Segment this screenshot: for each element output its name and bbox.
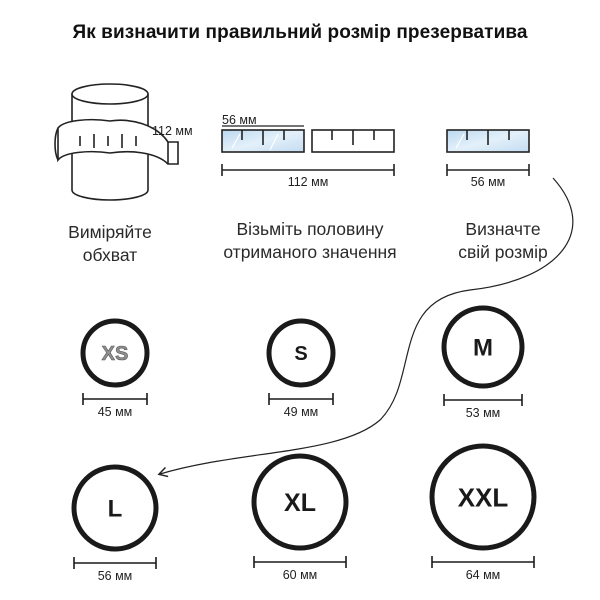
size-item-xl: XL 60 мм	[251, 453, 349, 582]
step-size-line-1: Визначте	[465, 219, 541, 239]
size-name-m: M	[473, 335, 493, 362]
size-name-xl: XL	[284, 489, 316, 517]
size-item-m: M 53 мм	[441, 305, 525, 420]
size-value-label: 56 мм	[471, 175, 506, 189]
cylinder-illustration	[54, 83, 179, 201]
step-measure-line-2: обхват	[82, 245, 138, 265]
size-width-xl: 60 мм	[283, 568, 318, 582]
size-item-xs: XS 45 мм	[80, 318, 150, 419]
size-circle-l	[71, 464, 159, 552]
size-item-l: L 56 мм	[71, 464, 159, 583]
step-measure-line-1: Виміряйте	[68, 222, 152, 242]
size-name-xxl: XXL	[458, 482, 509, 512]
step-size-label: Визначте свій розмір	[428, 218, 578, 264]
page-title: Як визначити правильний розмір презерват…	[72, 22, 528, 43]
size-circle-s	[266, 318, 336, 388]
step-half-label: Візьміть половину отриманого значення	[190, 218, 430, 264]
segment-value-label: 56 мм	[222, 113, 257, 127]
size-circle-xxl	[429, 443, 537, 551]
size-name-l: L	[108, 496, 123, 523]
size-width-s: 49 мм	[284, 405, 319, 419]
size-circle-xl	[251, 453, 349, 551]
size-width-l: 56 мм	[98, 569, 133, 583]
size-width-xxl: 64 мм	[466, 568, 501, 582]
step-size-line-2: свій розмір	[458, 242, 548, 262]
tape-value-label: 112 мм	[152, 124, 193, 138]
step-measure-label: Виміряйте обхват	[30, 221, 190, 267]
step-half-line-2: отриманого значення	[223, 242, 397, 262]
size-chart: XS 45 мм S 49 мм M 53 мм L 56 мм XL 60 мм XXL 64 мм	[71, 305, 537, 583]
size-width-xs: 45 мм	[98, 405, 133, 419]
size-item-xxl: XXL 64 мм	[429, 443, 537, 582]
size-name-s: S	[294, 343, 307, 365]
size-item-s: S 49 мм	[266, 318, 336, 419]
size-name-xs: XS	[102, 343, 129, 365]
curved-arrow	[160, 177, 574, 474]
step-half-line-1: Візьміть половину	[236, 219, 384, 239]
size-circle-m	[441, 305, 525, 389]
half-strips	[221, 125, 395, 176]
size-circle-xs	[80, 318, 150, 388]
size-strip	[446, 129, 530, 176]
size-width-m: 53 мм	[466, 406, 501, 420]
total-value-label: 112 мм	[288, 175, 329, 189]
